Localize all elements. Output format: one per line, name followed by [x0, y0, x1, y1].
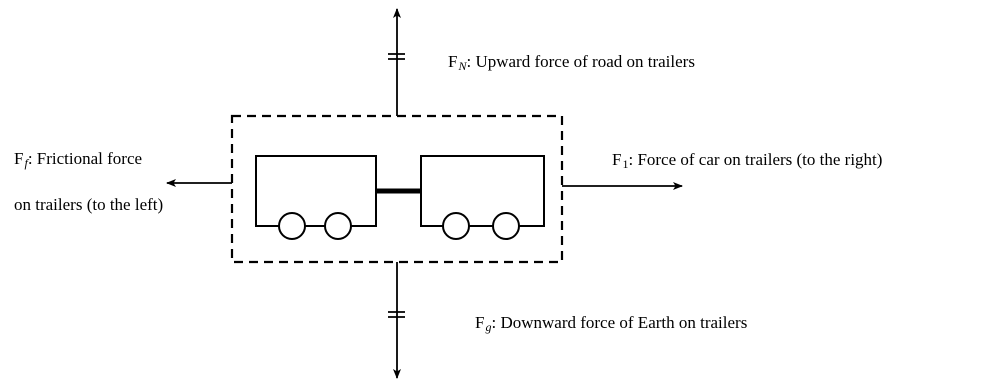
trailer-left-wheel-front: [279, 213, 305, 239]
trailer-right-body: [421, 156, 544, 226]
trailer-left-wheel-rear: [325, 213, 351, 239]
trailer-left: [256, 156, 376, 239]
gravity-force-arrow: [388, 262, 405, 378]
trailer-left-body: [256, 156, 376, 226]
friction-force-label-line2: on trailers (to the left): [14, 195, 163, 215]
applied-force-label: F1: Force of car on trailers (to the rig…: [612, 150, 882, 171]
gravity-force-label: Fg: Downward force of Earth on trailers: [475, 313, 747, 334]
friction-force-label: Ff: Frictional force: [14, 149, 142, 170]
gravity-force-subscript: g: [485, 320, 491, 334]
friction-force-description-line1: : Frictional force: [28, 149, 142, 168]
trailer-right-wheel-front: [443, 213, 469, 239]
friction-force-description-line2: on trailers (to the left): [14, 195, 163, 214]
applied-force-subscript: 1: [622, 157, 628, 171]
normal-force-subscript: N: [458, 59, 466, 73]
friction-force-symbol: F: [14, 149, 23, 168]
normal-force-arrow: [388, 9, 405, 116]
normal-force-symbol: F: [448, 52, 457, 71]
normal-force-description: : Upward force of road on trailers: [466, 52, 694, 71]
gravity-force-description: : Downward force of Earth on trailers: [491, 313, 747, 332]
trailer-right: [421, 156, 544, 239]
gravity-force-symbol: F: [475, 313, 484, 332]
normal-force-label: FN: Upward force of road on trailers: [448, 52, 695, 73]
trailer-right-wheel-rear: [493, 213, 519, 239]
applied-force-symbol: F: [612, 150, 621, 169]
applied-force-description: : Force of car on trailers (to the right…: [628, 150, 882, 169]
friction-force-subscript: f: [24, 156, 27, 170]
